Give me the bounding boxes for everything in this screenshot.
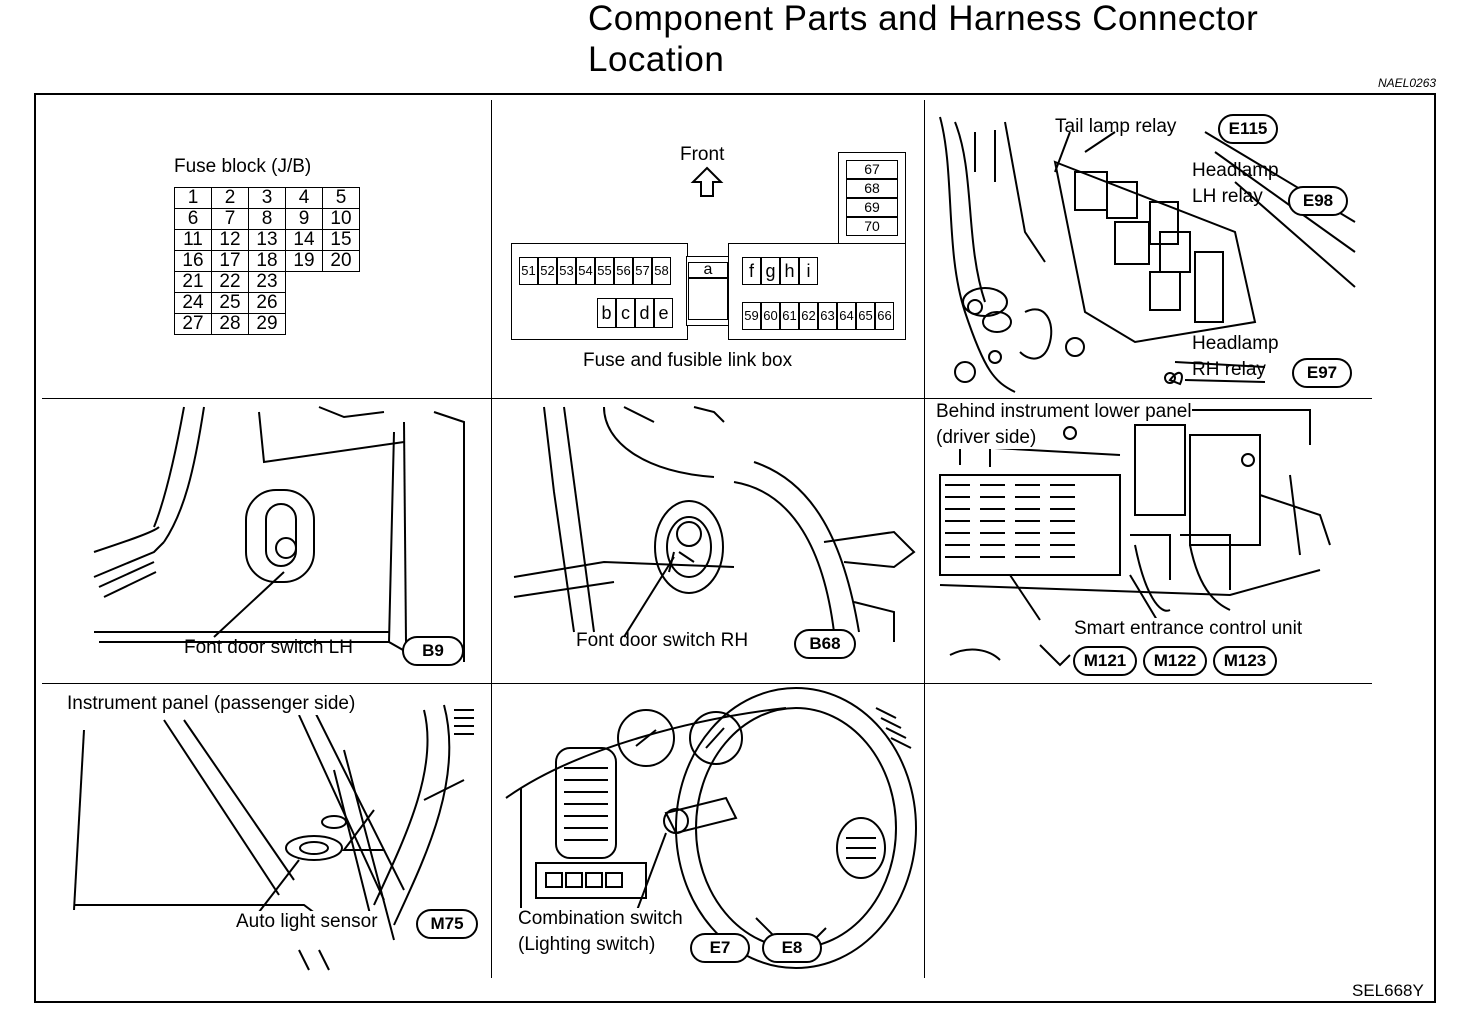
fusible-link-cell: c (616, 298, 635, 328)
title-line-1: Component Parts and Harness Connector (588, 0, 1259, 38)
fuse-cell: 58 (652, 257, 671, 285)
tail-lamp-relay-label: Tail lamp relay (1055, 116, 1177, 137)
engine-compartment-illustration (939, 116, 1356, 393)
connector-b68: B68 (794, 629, 856, 659)
reference-code-top: NAEL0263 (1378, 76, 1437, 90)
headlamp-lh-label-2: LH relay (1192, 186, 1263, 207)
connector-e98: E98 (1288, 186, 1348, 216)
connector-e115: E115 (1218, 114, 1278, 144)
fusible-link-cell: f (742, 257, 761, 285)
smart-unit-label: Smart entrance control unit (1074, 618, 1303, 640)
fuse-cell: 61 (780, 302, 799, 330)
fuse-cell: 65 (856, 302, 875, 330)
connector-m75: M75 (416, 909, 478, 939)
door-switch-rh-illustration (513, 406, 916, 642)
fusible-link-cell: b (597, 298, 616, 328)
fusible-link-a-body (688, 278, 728, 320)
front-arrow-icon (690, 166, 724, 197)
fuse-cell: 56 (614, 257, 633, 285)
fuse-cell: 51 (519, 257, 538, 285)
grid-divider (924, 100, 925, 978)
connector-e7: E7 (690, 933, 750, 963)
fuse-box-label: Fuse and fusible link box (583, 350, 793, 371)
fuse-cell: 68 (846, 179, 898, 198)
fuse-cell: 70 (846, 217, 898, 236)
grid-divider (42, 683, 1372, 684)
reference-code-bottom: SEL668Y (1352, 981, 1424, 1000)
fuse-cell: 67 (846, 160, 898, 179)
connector-e97: E97 (1292, 358, 1352, 388)
fuse-cell: 60 (761, 302, 780, 330)
diagram-frame (34, 93, 1436, 1003)
connector-m123: M123 (1213, 646, 1277, 676)
fuse-cell: 59 (742, 302, 761, 330)
fusible-link-a: a (688, 262, 728, 278)
door-switch-rh-label: Font door switch RH (576, 630, 749, 651)
page-title: Component Parts and Harness Connector Lo… (588, 0, 1258, 80)
instrument-panel-label: Instrument panel (passenger side) (67, 693, 356, 715)
headlamp-lh-label-1: Headlamp (1192, 160, 1279, 181)
fusible-link-cell: d (635, 298, 654, 328)
fusible-link-cell: h (780, 257, 799, 285)
fuse-cell: 69 (846, 198, 898, 217)
smart-unit-location-2: (driver side) (936, 427, 1037, 449)
grid-divider (491, 100, 492, 978)
headlamp-rh-label-2: RH relay (1192, 359, 1266, 380)
fusible-link-cell: e (654, 298, 673, 328)
fuse-cell: 55 (595, 257, 614, 285)
connector-m122: M122 (1143, 646, 1207, 676)
fusible-link-cell: i (799, 257, 818, 285)
fuse-cell: 64 (837, 302, 856, 330)
fuse-block-label: Fuse block (J/B) (174, 156, 312, 177)
fusible-link-cell: g (761, 257, 780, 285)
connector-b9: B9 (402, 636, 464, 666)
smart-unit-location-1: Behind instrument lower panel (936, 401, 1192, 423)
fuse-cell: 53 (557, 257, 576, 285)
fuse-cell: 52 (538, 257, 557, 285)
connector-m121: M121 (1073, 646, 1137, 676)
connector-e8: E8 (762, 933, 822, 963)
headlamp-rh-label-1: Headlamp (1192, 333, 1279, 354)
title-line-2: Location (588, 40, 725, 79)
fuse-cell: 63 (818, 302, 837, 330)
fuse-cell: 62 (799, 302, 818, 330)
fuse-cell: 66 (875, 302, 894, 330)
combination-switch-label-1: Combination switch (518, 908, 683, 930)
auto-light-sensor-label: Auto light sensor (236, 911, 378, 933)
fuse-cell: 57 (633, 257, 652, 285)
front-label: Front (680, 144, 725, 165)
door-switch-lh-label: Font door switch LH (184, 637, 353, 658)
combination-switch-label-2: (Lighting switch) (518, 934, 656, 956)
grid-divider (42, 398, 1372, 399)
fuse-cell: 54 (576, 257, 595, 285)
